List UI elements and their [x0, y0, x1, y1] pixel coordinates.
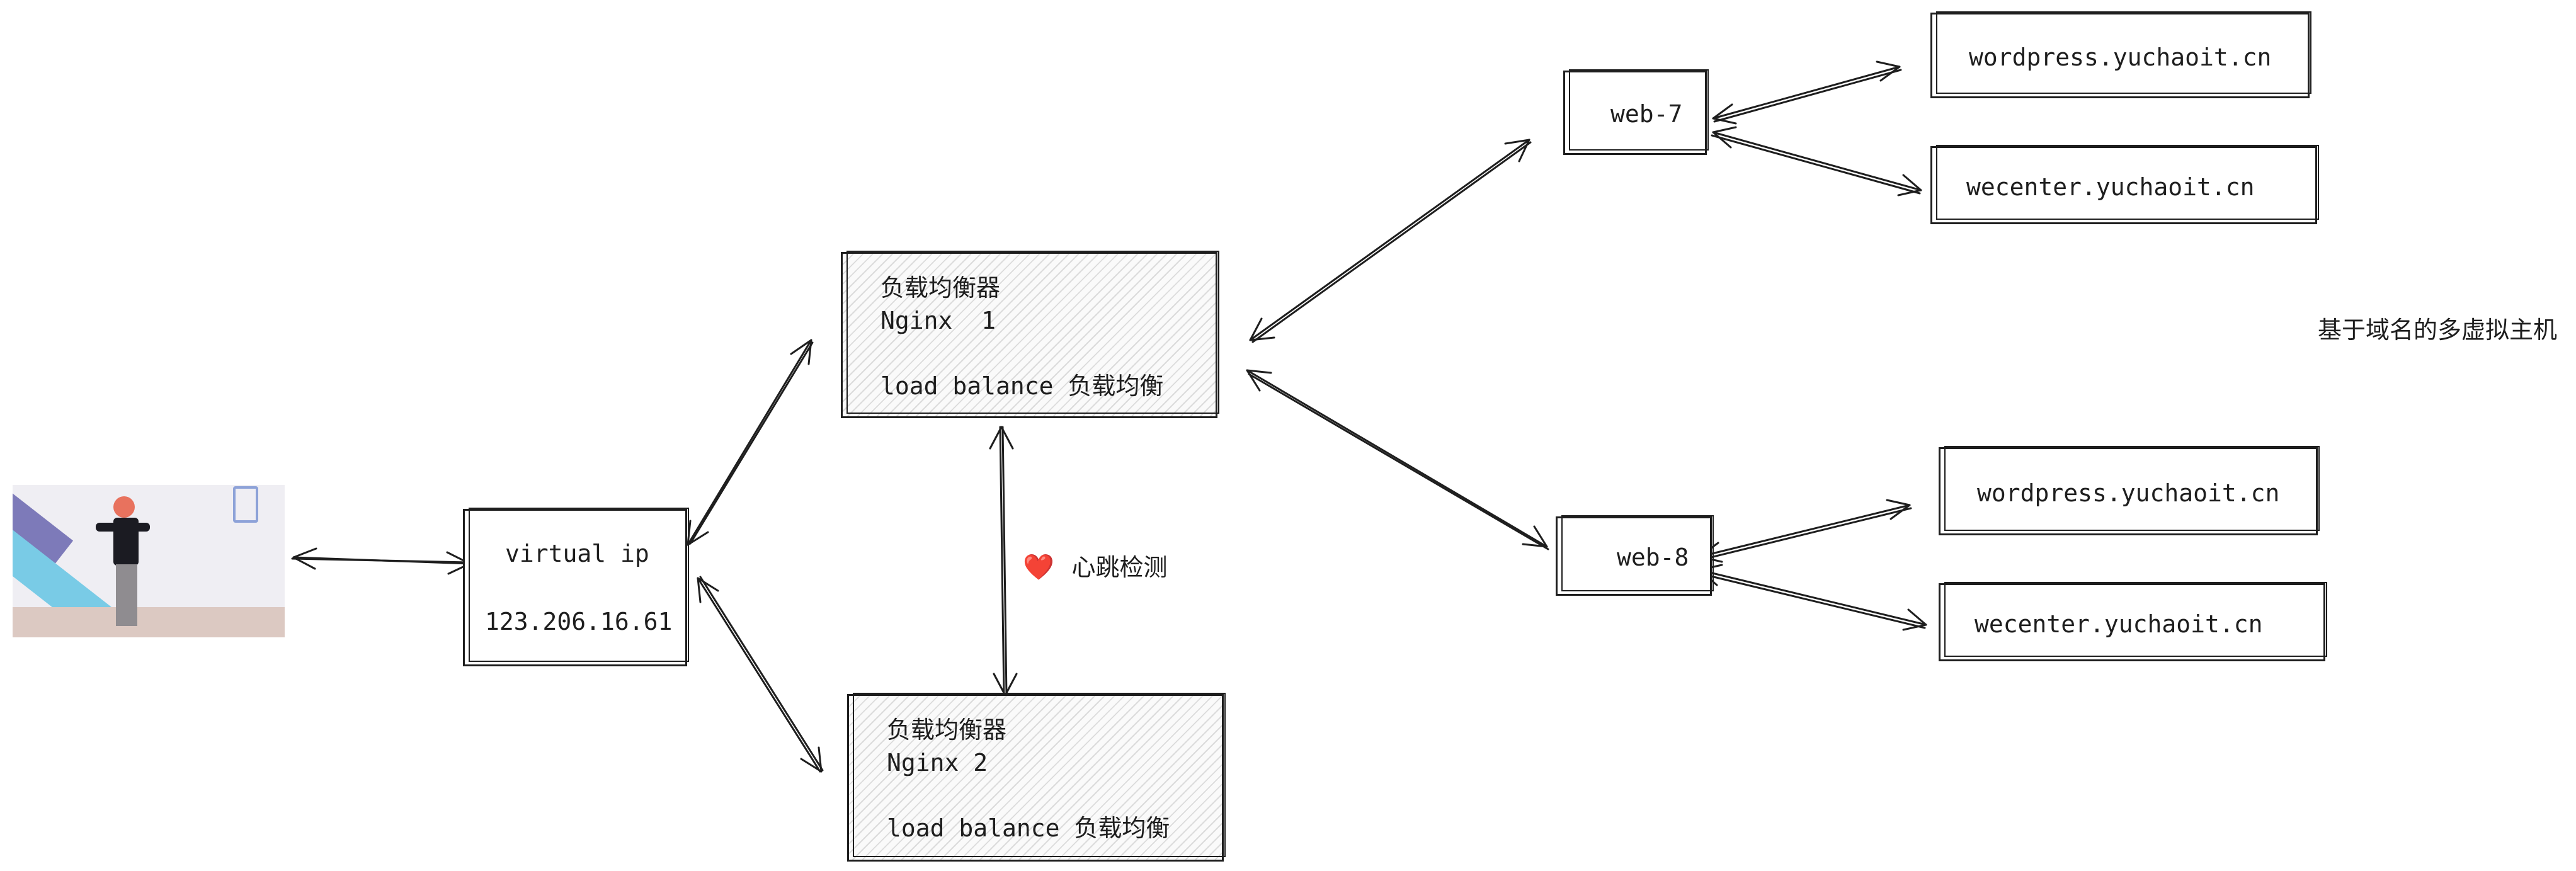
lb2-title: 负载均衡器	[887, 716, 1007, 744]
arrow-heartbeat	[989, 426, 1018, 697]
logo-icon	[233, 486, 258, 523]
virtual-ip-box: virtual ip 123.206.16.61	[463, 508, 689, 666]
lb2-subtitle: load balance 负载均衡	[887, 814, 1170, 842]
virtual-ip-address: 123.206.16.61	[485, 608, 673, 635]
web7-wecenter-box: wecenter.yuchaoit.cn	[1930, 145, 2319, 224]
virtual-ip-label: virtual ip	[505, 540, 649, 567]
lb1-name: Nginx 1	[881, 307, 996, 334]
web8-wordpress-label: wordpress.yuchaoit.cn	[1977, 479, 2280, 507]
arrow-vip-to-lb1	[687, 339, 814, 546]
heartbeat-label: ❤️ 心跳检测	[1023, 551, 1167, 584]
lb2-name: Nginx 2	[887, 749, 988, 777]
arrow-client-to-vip	[291, 547, 471, 575]
arrow-vip-to-lb2	[697, 576, 824, 773]
web8-box: web-8	[1556, 515, 1714, 596]
lb1-subtitle: load balance 负载均衡	[881, 372, 1164, 400]
lb1-title: 负载均衡器	[881, 274, 1001, 302]
arrow-web7-to-wordpress	[1712, 60, 1902, 125]
web7-wordpress-box: wordpress.yuchaoit.cn	[1930, 11, 2311, 98]
web8-label: web-8	[1617, 544, 1689, 571]
load-balancer-1-box: 负载均衡器 Nginx 1 load balance 负载均衡	[841, 251, 1219, 418]
web7-wordpress-label: wordpress.yuchaoit.cn	[1969, 43, 2272, 71]
load-balancer-2-box: 负载均衡器 Nginx 2 load balance 负载均衡	[847, 693, 1226, 862]
web8-wecenter-label: wecenter.yuchaoit.cn	[1975, 610, 2263, 638]
heart-icon: ❤️	[1023, 553, 1054, 582]
web7-label: web-7	[1610, 100, 1683, 128]
arrow-web8-to-wordpress	[1698, 499, 1912, 563]
virtual-host-note: 基于域名的多虚拟主机	[2318, 316, 2558, 344]
arrow-web8-to-wecenter	[1697, 564, 1927, 631]
arrow-web7-to-wecenter	[1711, 126, 1922, 196]
web8-wecenter-box: wecenter.yuchaoit.cn	[1939, 582, 2327, 661]
arrow-lb1-to-web7	[1249, 139, 1532, 343]
arrow-lb1-to-web8	[1246, 369, 1549, 550]
heartbeat-text: 心跳检测	[1071, 554, 1168, 581]
web7-box: web-7	[1563, 69, 1709, 155]
web7-wecenter-label: wecenter.yuchaoit.cn	[1966, 173, 2255, 201]
web8-wordpress-box: wordpress.yuchaoit.cn	[1939, 446, 2320, 535]
client-photo	[13, 485, 285, 637]
